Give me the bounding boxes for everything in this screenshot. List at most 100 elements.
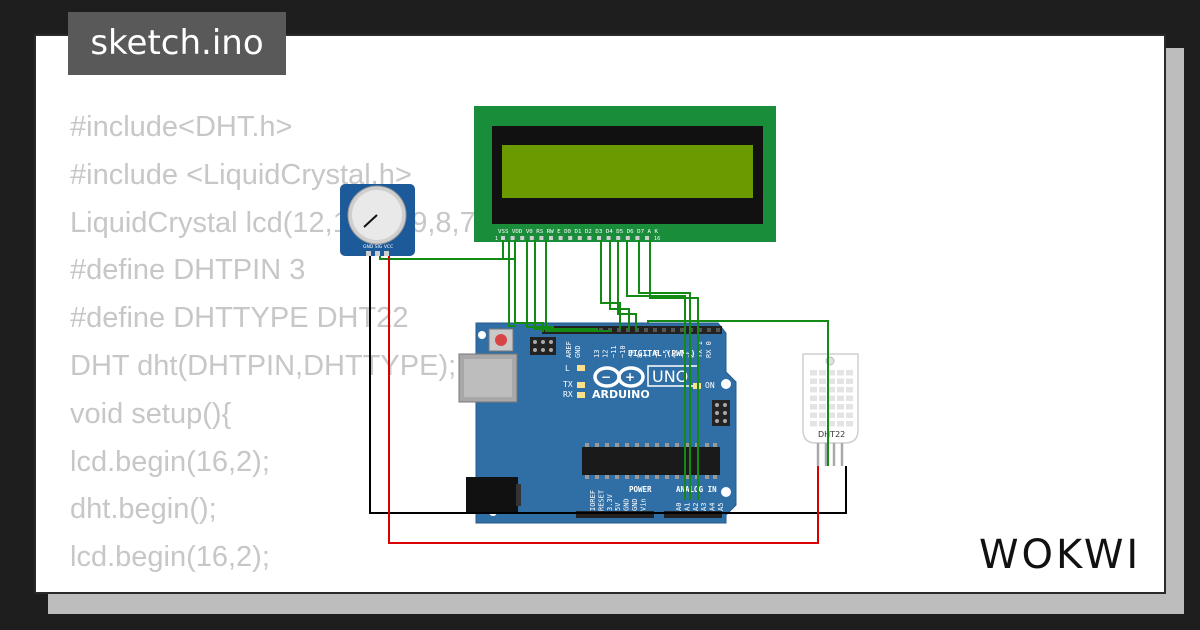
power-pin-label: 5V	[614, 502, 622, 511]
atmega-chip	[582, 447, 720, 475]
analog-pin-label: A4	[709, 503, 717, 511]
lcd-pin[interactable]	[529, 236, 534, 240]
digital-pin-label: 4	[670, 354, 678, 358]
power-jack	[466, 477, 518, 513]
lcd-pin-first: 1	[495, 236, 498, 242]
svg-text:+: +	[625, 370, 635, 384]
dht22-label: DHT22	[818, 430, 845, 439]
digital-pin-label: ~6	[653, 350, 661, 358]
lcd-pin[interactable]	[606, 236, 611, 240]
dht-vent	[846, 387, 853, 393]
lcd-pin[interactable]	[577, 236, 582, 240]
code-line: #include<DHT.h>	[70, 111, 293, 143]
lcd-pin[interactable]	[625, 236, 630, 240]
on-led-label: ON	[705, 381, 715, 390]
dht-vent	[819, 370, 826, 376]
lcd-pin[interactable]	[501, 236, 505, 240]
wire-lcd-d5	[609, 240, 630, 330]
potentiometer[interactable]: GND SIG VCC	[340, 184, 415, 256]
wire-lcd-d7	[626, 240, 686, 500]
digital-pin-label: TX 1	[696, 341, 704, 358]
analog-pin-label: A5	[717, 503, 725, 511]
dht-vent	[837, 378, 844, 384]
dht-vent	[819, 412, 826, 418]
dht-vent	[828, 412, 835, 418]
dht-vent	[828, 404, 835, 410]
power-pin-label: 3.3V	[606, 493, 614, 511]
pot-knob-indicator[interactable]	[363, 214, 378, 228]
lcd-pin[interactable]	[616, 236, 621, 240]
lcd-pin[interactable]	[597, 236, 601, 240]
dht-vent	[810, 395, 817, 401]
dht-vent	[846, 378, 853, 384]
code-line: dht.begin();	[70, 493, 217, 526]
digital-pin-label: 12	[602, 350, 610, 358]
lcd-pin[interactable]	[520, 236, 525, 240]
dht-vent	[819, 395, 826, 401]
analog-pin-label: A2	[692, 503, 700, 511]
lcd-pin[interactable]	[587, 236, 592, 240]
lcd-display[interactable]: VSS VDD V0 RS RW E D0 D1 D2 D3 D4 D5 D6 …	[474, 106, 776, 242]
dht-vent	[828, 378, 835, 384]
wire-lcd-a	[638, 240, 691, 500]
lcd-pin[interactable]	[549, 236, 553, 240]
dht-vent	[810, 404, 817, 410]
digital-pin-label: 8	[636, 354, 644, 358]
analog-pin-label: A0	[675, 503, 683, 511]
lcd-pin[interactable]	[635, 236, 640, 240]
lcd-pin[interactable]	[539, 236, 544, 240]
dht-vent	[810, 378, 817, 384]
analog-pin-label: A1	[683, 503, 691, 511]
digital-pin-label: ~10	[619, 345, 627, 358]
lcd-pin[interactable]	[645, 236, 649, 240]
dht-vent	[810, 370, 817, 376]
wire-lcd-v0	[514, 240, 544, 332]
dht-vent	[837, 404, 844, 410]
gnd-label: GND	[574, 345, 582, 358]
lcd-pin[interactable]	[558, 236, 563, 240]
lcd-pin[interactable]	[510, 236, 515, 240]
dht-vent	[819, 378, 826, 384]
power-header-label: POWER	[629, 485, 652, 494]
dht-vent	[846, 421, 853, 427]
dht-vent	[837, 421, 844, 427]
dht-vent	[846, 370, 853, 376]
led-rx-label: RX	[563, 390, 573, 399]
code-line: #define DHTTYPE DHT22	[70, 302, 409, 335]
dht22-sensor[interactable]: DHT22	[802, 353, 859, 466]
code-line: #define DHTPIN 3	[70, 254, 306, 287]
dht-vent	[828, 395, 835, 401]
code-line: DHT dht(DHTPIN,DHTTYPE);	[70, 349, 457, 382]
aref-label: AREF	[565, 341, 573, 358]
wire-lcd-rw	[534, 240, 598, 330]
power-pin-label: GND	[631, 498, 639, 511]
wokwi-logo: WOKWI	[979, 532, 1141, 578]
led-tx-label: TX	[563, 380, 573, 389]
svg-text:WOKWI: WOKWI	[979, 532, 1141, 578]
wire-vcc	[388, 256, 819, 544]
digital-pin-label: RX 0	[705, 341, 713, 358]
dht-vent	[810, 387, 817, 393]
code-line: void setup(){	[70, 397, 232, 430]
dht-vent	[837, 412, 844, 418]
wire-lcd-k	[649, 240, 699, 500]
digital-header-label: DIGITAL (PWM~)	[628, 349, 695, 358]
dht-vent	[819, 387, 826, 393]
lcd-pin-labels: VSS VDD V0 RS RW E D0 D1 D2 D3 D4 D5 D6 …	[498, 229, 659, 235]
digital-pin-label: 13	[593, 350, 601, 358]
dht-vent	[810, 421, 817, 427]
digital-pin-label: ~3	[679, 350, 687, 358]
wire-lcd-d6	[617, 240, 637, 330]
dht-vent	[846, 404, 853, 410]
dht-vent	[846, 412, 853, 418]
pot-pin-labels: GND SIG VCC	[363, 244, 393, 250]
lcd-pin[interactable]	[568, 236, 573, 240]
code-line: lcd.begin(16,2);	[70, 445, 270, 478]
wire-lcd-rs	[526, 240, 554, 332]
lcd-screen	[502, 145, 753, 198]
dht-vent	[837, 387, 844, 393]
dht-vent	[819, 404, 826, 410]
lcd-pin-last: 16	[654, 236, 660, 242]
digital-pin-label: ~5	[662, 350, 670, 358]
